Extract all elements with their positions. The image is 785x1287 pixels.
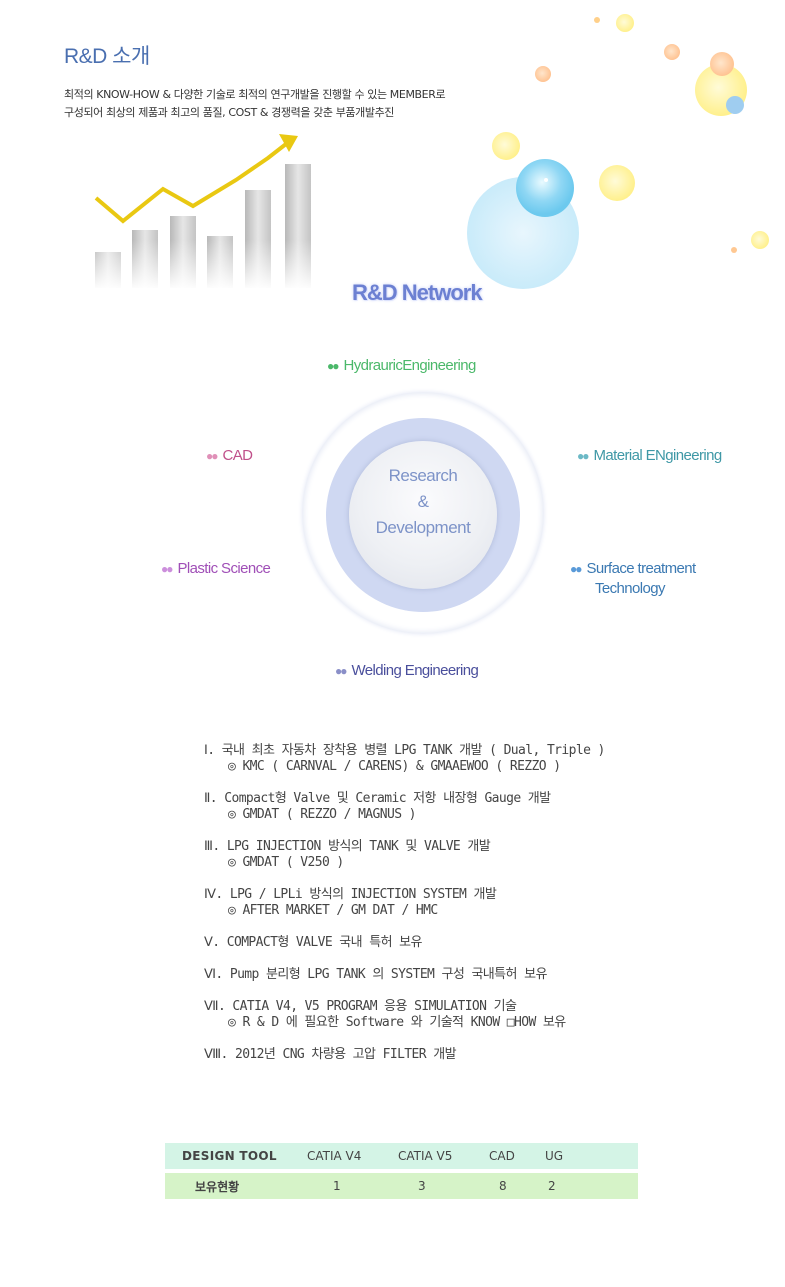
node-material-engineering: ●● Material ENgineering [577, 447, 722, 464]
table-cell: 보유현황 [195, 1179, 240, 1194]
node-label: Welding Engineering [351, 662, 479, 679]
bubbles-graphic [467, 14, 769, 289]
node-label: HydrauricEngineering [343, 357, 477, 374]
list-item-title: Ⅰ. 국내 최초 자동차 장착용 병렬 LPG TANK 개발 ( Dual, … [204, 743, 605, 758]
bar-chart-graphic [85, 134, 325, 290]
table-header-row: DESIGN TOOL CATIA V4 CATIA V5 CAD UG [165, 1143, 638, 1169]
network-title: R&D Network [352, 280, 483, 305]
list-item: Ⅵ. Pump 분리형 LPG TANK 의 SYSTEM 구성 국내특허 보유 [204, 967, 605, 983]
center-line-research: Research [388, 466, 458, 485]
node-plastic-science: ●● Plastic Science [161, 560, 271, 577]
intro-line-2: 구성되어 최상의 제품과 최고의 품질, COST & 경쟁력을 갖춘 부품개발… [64, 106, 395, 119]
node-label-line-2: Technology [595, 580, 665, 597]
network-center-circle [349, 441, 497, 589]
center-line-development: Development [375, 518, 471, 537]
list-item-title: Ⅶ. CATIA V4, V5 PROGRAM 응용 SIMULATION 기술 [204, 999, 517, 1014]
development-history-list: Ⅰ. 국내 최초 자동차 장착용 병렬 LPG TANK 개발 ( Dual, … [204, 743, 605, 1079]
list-item-sub: ◎ KMC ( CARNVAL / CARENS) & GMAAEWOO ( R… [228, 759, 561, 774]
list-item: Ⅱ. Compact형 Valve 및 Ceramic 저항 내장형 Gauge… [204, 791, 605, 823]
list-item: Ⅰ. 국내 최초 자동차 장착용 병렬 LPG TANK 개발 ( Dual, … [204, 743, 605, 775]
table-header-cell: CAD [489, 1149, 515, 1163]
node-cad: ●● CAD [206, 447, 253, 464]
node-surface-treatment: ●● Surface treatment Technology [570, 559, 696, 598]
node-label: Plastic Science [177, 560, 271, 577]
bullet-dots-icon: ●● [327, 359, 339, 373]
bullet-dots-icon: ●● [161, 562, 173, 576]
table-row-spacer [165, 1169, 638, 1173]
list-item-sub: ◎ R & D 에 필요한 Software 와 기술적 KNOW □HOW 보… [228, 1015, 566, 1030]
intro-text: 최적의 KNOW-HOW & 다양한 기술로 최적의 연구개발을 진행할 수 있… [64, 86, 446, 122]
list-item: Ⅴ. COMPACT형 VALVE 국내 특허 보유 [204, 935, 605, 951]
list-item: Ⅳ. LPG / LPLi 방식의 INJECTION SYSTEM 개발 ◎ … [204, 887, 605, 919]
bullet-dots-icon: ●● [577, 449, 589, 463]
bullet-dots-icon: ●● [206, 449, 218, 463]
table-header-cell: DESIGN TOOL [182, 1149, 277, 1163]
node-welding-engineering: ●● Welding Engineering [335, 662, 479, 679]
design-tool-table: DESIGN TOOL CATIA V4 CATIA V5 CAD UG 보유현… [165, 1143, 638, 1199]
bullet-dots-icon: ●● [570, 562, 582, 576]
intro-line-1: 최적의 KNOW-HOW & 다양한 기술로 최적의 연구개발을 진행할 수 있… [64, 88, 446, 101]
table-cell: 3 [418, 1179, 426, 1193]
bullet-dots-icon: ●● [335, 664, 347, 678]
list-item: Ⅷ. 2012년 CNG 차량용 고압 FILTER 개발 [204, 1047, 605, 1063]
page-title: R&D 소개 [64, 45, 150, 68]
list-item: Ⅲ. LPG INJECTION 방식의 TANK 및 VALVE 개발 ◎ G… [204, 839, 605, 871]
list-item-title: Ⅳ. LPG / LPLi 방식의 INJECTION SYSTEM 개발 [204, 887, 497, 902]
node-label-line-1: Surface treatment [586, 560, 697, 577]
table-row: 보유현황 1 3 8 2 [165, 1173, 638, 1199]
node-label: Material ENgineering [593, 447, 723, 464]
list-item-title: Ⅱ. Compact형 Valve 및 Ceramic 저항 내장형 Gauge… [204, 791, 551, 806]
list-item-sub: ◎ GMDAT ( V250 ) [228, 855, 344, 870]
node-hydraulic-engineering: ●● HydrauricEngineering [327, 357, 476, 374]
list-item-sub: ◎ AFTER MARKET / GM DAT / HMC [228, 903, 438, 918]
table-cell: 2 [548, 1179, 556, 1193]
network-center-label: Research & Development [349, 463, 497, 541]
table-cell: 8 [499, 1179, 507, 1193]
center-line-amp: & [417, 492, 429, 511]
list-item-title: Ⅷ. 2012년 CNG 차량용 고압 FILTER 개발 [204, 1047, 457, 1062]
list-item-sub: ◎ GMDAT ( REZZO / MAGNUS ) [228, 807, 417, 822]
list-item: Ⅶ. CATIA V4, V5 PROGRAM 응용 SIMULATION 기술… [204, 999, 605, 1031]
list-item-title: Ⅲ. LPG INJECTION 방식의 TANK 및 VALVE 개발 [204, 839, 491, 854]
table-header-cell: CATIA V5 [398, 1149, 453, 1163]
list-item-title: Ⅴ. COMPACT형 VALVE 국내 특허 보유 [204, 935, 423, 950]
list-item-title: Ⅵ. Pump 분리형 LPG TANK 의 SYSTEM 구성 국내특허 보유 [204, 967, 547, 982]
table-cell: 1 [333, 1179, 341, 1193]
decorative-illustration [85, 14, 769, 290]
table-header-cell: UG [545, 1149, 564, 1163]
node-label: CAD [222, 447, 253, 464]
table-header-cell: CATIA V4 [307, 1149, 362, 1163]
